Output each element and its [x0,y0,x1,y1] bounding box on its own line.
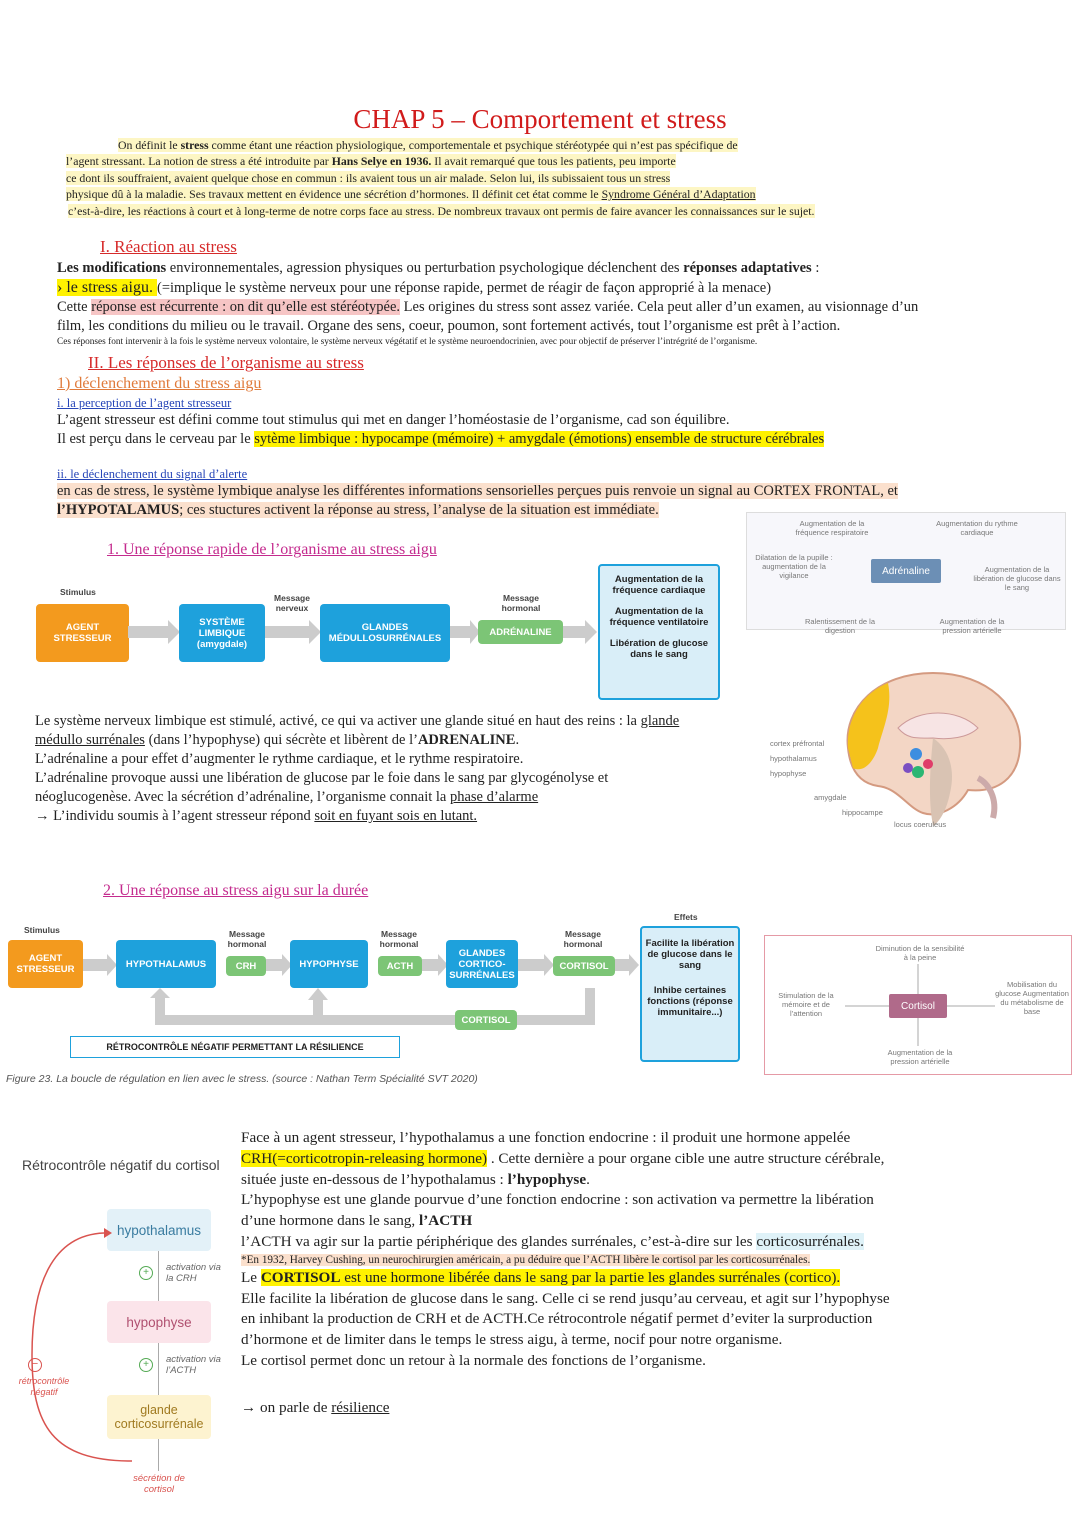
page-title: CHAP 5 – Comportement et stress [353,104,727,134]
retro-plus-2: + [139,1358,153,1372]
d2-agent-box: AGENT STRESSEUR [8,940,83,988]
subsection-1-heading: 1) déclenchement du stress aigu [57,375,262,392]
retro-line-3 [158,1439,159,1471]
d2-arrow-2 [266,954,292,976]
adr-effect-1: Augmentation de la fréquence respiratoir… [795,519,869,537]
adrenaline-paragraph: Le système nerveux limbique est stimulé,… [35,713,680,824]
retro-act-acth: activation via l’ACTH [166,1354,221,1376]
adr-effect-3: Dilatation de la pupille : augmentation … [755,553,833,580]
d1-msg-hormonal: Message hormonal [501,593,541,613]
d2-effects-box: Facilite la libération de glucose dans l… [640,926,740,1062]
d1-arrow-1 [128,620,180,644]
d2-hypothalamus-box: HYPOTHALAMUS [116,940,216,988]
retro-secretion: sécrétion de cortisol [133,1473,185,1495]
retro-label: rétrocontrôle négatif [18,1376,70,1397]
adr-effect-4: Augmentation de la libération de glucose… [973,565,1061,592]
d1-glandes-box: GLANDES MÉDULLOSURRÉNALES [320,604,450,662]
retro-minus: − [28,1358,42,1372]
cortisol-effect-3: Mobilisation du glucose Augmentation du … [995,980,1069,1016]
cortisol-map-lines [845,964,995,1046]
subsection-ii-heading: ii. le déclenchement du signal d’alerte [57,467,248,481]
retro-title: Rétrocontrôle négatif du cortisol [22,1157,220,1173]
d2-arrow-1 [83,954,117,976]
d2-feedback-loop [150,988,595,1025]
brain-label-hippocampe: hippocampe [842,808,883,817]
adr-effect-5: Ralentissement de la digestion [804,617,876,635]
retro-arc [31,1228,133,1462]
brain-illustration [846,671,1022,826]
d2-msg-2: Message hormonal [379,929,419,949]
d2-effets-label: Effets [674,912,698,922]
brain-label-cortex: cortex préfrontal [770,739,825,748]
brain-label-hypophyse: hypophyse [770,769,807,778]
d1-systeme-box: SYSTÈME LIMBIQUE (amygdale) [179,604,265,662]
alert-text: en cas de stress, le système lymbique an… [57,483,898,518]
d2-stimulus-label: Stimulus [24,925,60,935]
retro-plus-1: + [139,1266,153,1280]
final-text: Face à un agent stresseur, l’hypothalamu… [241,1129,890,1416]
section-1-heading: I. Réaction au stress [100,237,237,256]
d2-retro-label: RÉTROCONTRÔLE NÉGATIF PERMETTANT LA RÉSI… [70,1036,400,1058]
figure-caption: Figure 23. La boucle de régulation en li… [6,1073,478,1085]
retro-line-1 [158,1251,159,1301]
d2-arrow-5 [615,954,639,976]
cortisol-map: Cortisol Diminution de la sensibilité à … [764,935,1072,1075]
cortisol-effect-4: Augmentation de la pression artérielle [887,1048,953,1066]
perception-text: L’agent stresseur est défini comme tout … [57,412,825,447]
d2-hypophyse-box: HYPOPHYSE [290,940,368,988]
intro-paragraph: On définit le stress comme étant une réa… [66,138,815,218]
adrenaline-center: Adrénaline [871,559,941,583]
d2-arrow-3 [422,954,448,976]
cortisol-effect-2: Stimulation de la mémoire et de l’attent… [778,991,834,1018]
d2-msg-1: Message hormonal [227,929,267,949]
d1-agent-box: AGENT STRESSEUR [36,604,129,662]
d1-adrenaline-box: ADRÉNALINE [478,620,563,644]
adr-effect-6: Augmentation de la pression artérielle [939,617,1005,635]
d2-msg-3: Message hormonal [563,929,603,949]
d2-glandes-box: GLANDES CORTICO-SURRÉNALES [446,940,518,988]
d2-arrow-4 [518,954,554,976]
diagram-1-heading: 1. Une réponse rapide de l’organisme au … [107,541,437,558]
adr-effect-2: Augmentation du rythme cardiaque [936,519,1018,537]
d1-arrow-2 [265,620,321,644]
d2-acth-box: ACTH [378,956,422,976]
d2-cortisol-box: CORTISOL [553,956,615,976]
d1-msg-nerveux: Message nerveux [274,593,310,613]
d1-arrow-3 [450,620,480,644]
retro-act-crh: activation via la CRH [166,1262,221,1284]
retro-glande: glande corticosurrénale [107,1395,211,1439]
diagram-2-heading: 2. Une réponse au stress aigu sur la dur… [103,882,369,899]
section-2-heading: II. Les réponses de l’organisme au stres… [88,353,364,372]
retro-hypothalamus: hypothalamus [107,1209,211,1251]
subsection-i-heading: i. la perception de l’agent stresseur [57,396,232,410]
brain-label-locus: locus coeruleus [894,820,947,829]
cortisol-effect-1: Diminution de la sensibilité à la peine [875,944,965,962]
d1-effects-box: Augmentation de la fréquence cardiaque A… [598,564,720,700]
brain-label-hypothalamus: hypothalamus [770,754,817,763]
retro-line-2 [158,1343,159,1395]
d1-stimulus-label: Stimulus [60,587,96,597]
adrenaline-map: Adrénaline Augmentation de la fréquence … [746,512,1066,635]
cortisol-center: Cortisol [889,994,947,1018]
d1-arrow-4 [563,620,597,644]
brain-label-amygdale: amygdale [814,793,847,802]
d2-crh-box: CRH [226,956,266,976]
retro-hypophyse: hypophyse [107,1301,211,1343]
d2-cortisol-back-box: CORTISOL [455,1010,517,1030]
section-1-text: Les modifications environnementales, agr… [57,260,919,347]
